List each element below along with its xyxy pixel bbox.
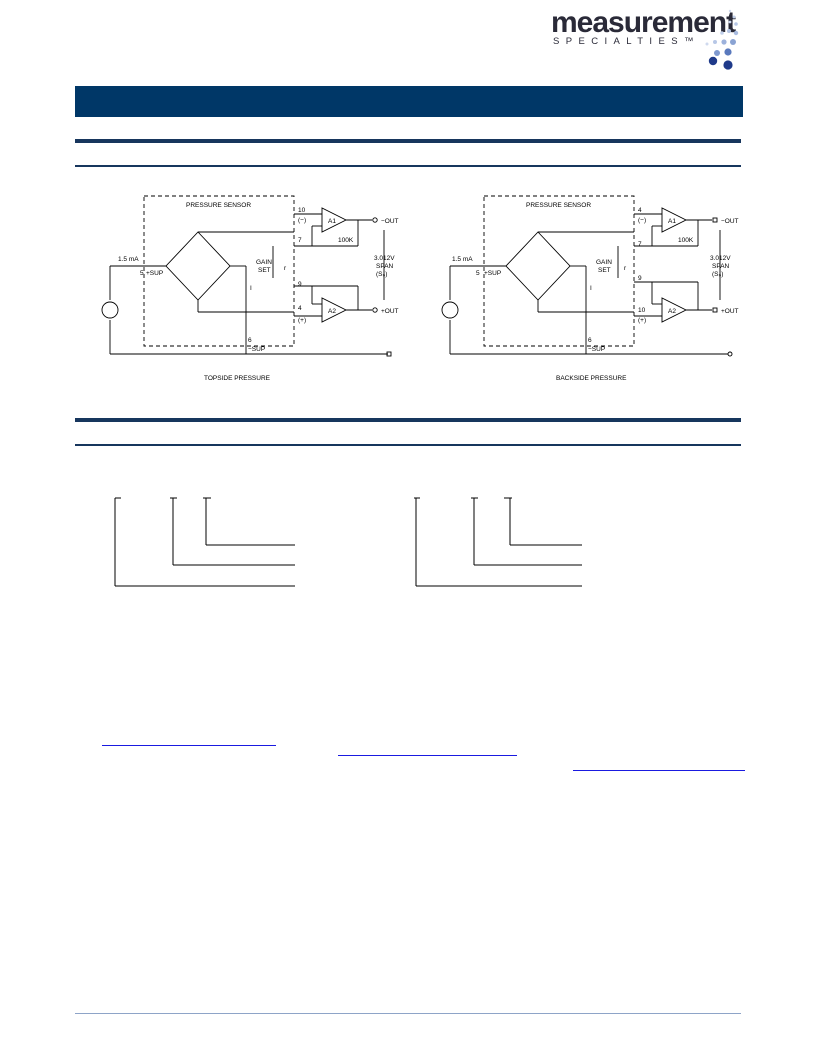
- footer-rule: [75, 1013, 741, 1014]
- out-pos-label: +OUT: [721, 308, 739, 315]
- gain-set-label-1: GAIN: [256, 259, 272, 266]
- span-label-3: (S₀): [712, 271, 723, 278]
- current-label: 1.5 mA: [118, 256, 139, 263]
- pin-9: 9: [298, 281, 302, 288]
- out-neg-label: −OUT: [381, 218, 399, 225]
- pin-7: 7: [638, 241, 642, 248]
- gain-r-label: r: [624, 265, 627, 272]
- sup-plus-label: +SUP: [146, 270, 163, 277]
- sup-minus-label: −SUP: [248, 346, 265, 353]
- bridge-current-label: I: [250, 285, 252, 292]
- gain-set-label-2: SET: [258, 267, 271, 274]
- out-neg-label: −OUT: [721, 218, 739, 225]
- amp1-label: A1: [328, 218, 336, 225]
- sup-plus-pin: 5: [476, 270, 480, 277]
- brand-logo-dots-icon: [705, 9, 739, 70]
- section-rule-bottom-2: [75, 444, 741, 446]
- current-label: 1.5 mA: [452, 256, 473, 263]
- sup-minus-pin: 6: [248, 337, 252, 344]
- circuit-diagram-backside: PRESSURE SENSOR 1.5 mA 5 +SUP I I 6 −SUP…: [426, 182, 758, 392]
- pin-neg: 10: [298, 207, 306, 214]
- span-label-1: 3.012V: [710, 255, 731, 262]
- diagram-caption: BACKSIDE PRESSURE: [556, 375, 627, 382]
- ordering-code-bracket-right: [414, 497, 582, 587]
- gain-set-label-2: SET: [598, 267, 611, 274]
- header-band: [75, 86, 743, 117]
- amp2-label: A2: [328, 308, 336, 315]
- circuit-diagram-topside: PRESSURE SENSOR 1.5 mA 5 +SUP I I 6 −SUP…: [86, 182, 418, 392]
- pin-pos: 4: [298, 305, 302, 312]
- sup-plus-pin: 5: [140, 270, 144, 277]
- section-rule-bottom: [75, 165, 741, 167]
- section-rule-top-2: [75, 418, 741, 422]
- sup-plus-label: +SUP: [484, 270, 501, 277]
- brand-logo-tagline: SPECIALTIES™: [553, 36, 700, 47]
- amp1-label: A1: [668, 218, 676, 225]
- sup-minus-pin: 6: [588, 337, 592, 344]
- pin-7: 7: [298, 237, 302, 244]
- link-underline-2[interactable]: [338, 755, 517, 756]
- resistor-label: 100K: [678, 237, 694, 244]
- link-underline-1[interactable]: [102, 745, 276, 746]
- sup-minus-label: −SUP: [588, 346, 605, 353]
- sensor-label: PRESSURE SENSOR: [186, 202, 251, 209]
- pin-pos-sign: (+): [298, 317, 306, 324]
- section-rule-top: [75, 139, 741, 143]
- resistor-label: 100K: [338, 237, 354, 244]
- out-pos-label: +OUT: [381, 308, 399, 315]
- pin-9: 9: [638, 275, 642, 282]
- span-label-3: (S₀): [376, 271, 387, 278]
- pin-pos: 10: [638, 307, 646, 314]
- pin-neg: 4: [638, 207, 642, 214]
- gain-set-label-1: GAIN: [596, 259, 612, 266]
- bridge-current-label: I: [590, 285, 592, 292]
- sensor-label: PRESSURE SENSOR: [526, 202, 591, 209]
- span-label-2: SPAN: [376, 263, 394, 270]
- ordering-code-bracket-left: [114, 497, 295, 587]
- brand-logo-wordmark: measurement: [551, 6, 736, 39]
- pin-neg-sign: (−): [638, 217, 646, 224]
- pin-neg-sign: (−): [298, 217, 306, 224]
- link-underline-3[interactable]: [573, 770, 745, 771]
- diagram-caption: TOPSIDE PRESSURE: [204, 375, 271, 382]
- amp2-label: A2: [668, 308, 676, 315]
- span-label-1: 3.012V: [374, 255, 395, 262]
- pin-pos-sign: (+): [638, 317, 646, 324]
- gain-r-label: r: [284, 265, 287, 272]
- span-label-2: SPAN: [712, 263, 730, 270]
